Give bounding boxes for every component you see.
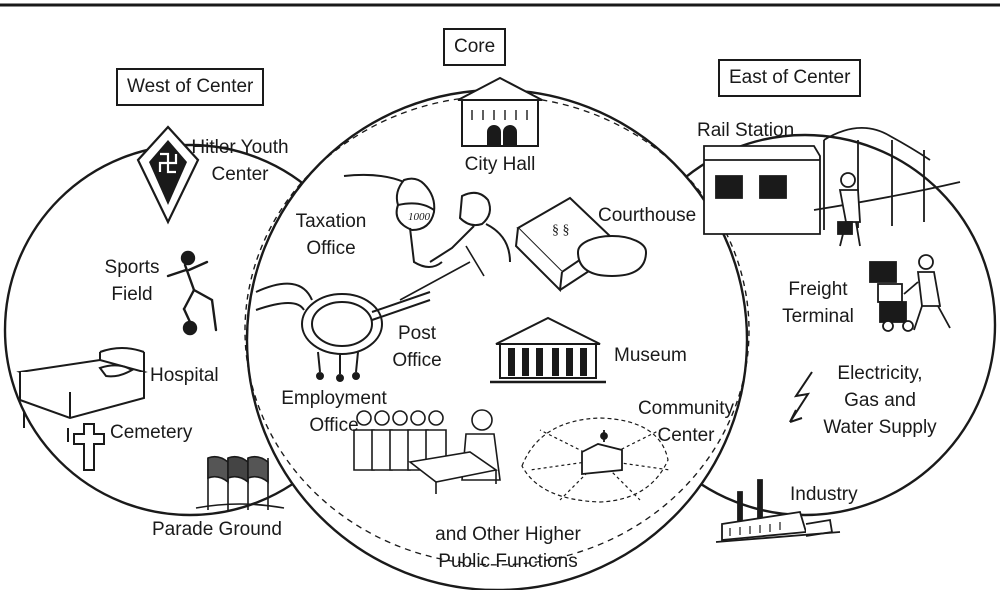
freight-terminal-label: Freight Terminal (782, 279, 854, 327)
hitler-youth-center-label: Hitler Youth Center (191, 137, 289, 185)
parade-flags-icon (195, 455, 285, 510)
utilities-label: Electricity, Gas and Water Supply (823, 363, 937, 438)
post-office-label: Post Office (392, 323, 442, 371)
swastika-flag-icon (136, 125, 200, 225)
tax-bag-amount: 1000 (408, 211, 431, 223)
community-center-label: Community Center (637, 398, 735, 446)
west-of-center-box: West of Center (116, 68, 265, 106)
post-horn-icon (255, 282, 431, 382)
east-of-center-box: East of Center (718, 59, 862, 97)
courthouse-label: Courthouse (598, 205, 697, 226)
freight-worker-icon (869, 254, 951, 332)
city-hall-label: City Hall (464, 154, 536, 175)
rail-station-label: Rail Station (697, 120, 795, 141)
industry-label: Industry (790, 484, 858, 505)
museum-label: Museum (614, 345, 687, 366)
tax-bag-icon (343, 173, 511, 301)
factory-icon (715, 479, 841, 543)
soccer-player-icon (166, 250, 218, 336)
community-center-icon (521, 417, 671, 503)
taxation-office-label: Taxation Office (295, 211, 367, 259)
employment-office-crowd-icon (353, 409, 501, 494)
rail-station-icon (703, 127, 961, 247)
higher-public-functions-label: and Other Higher Public Functions (435, 524, 581, 572)
law-book-icon: § § (514, 196, 647, 293)
sports-field-label: Sports Field (104, 257, 160, 305)
hospital-label: Hospital (150, 365, 219, 386)
museum-icon (490, 316, 606, 384)
core-box: Core (443, 28, 507, 66)
core-dashed-boundary (244, 95, 750, 566)
hospital-bed-icon (16, 347, 148, 442)
cemetery-label: Cemetery (110, 422, 193, 443)
cross-icon (73, 423, 105, 471)
svg-text:§ §: § § (552, 223, 570, 238)
employment-office-label: Employment Office (281, 388, 387, 436)
lightning-bolt-icon (789, 371, 813, 423)
parade-ground-label: Parade Ground (152, 519, 282, 540)
city-hall-icon (457, 76, 543, 147)
